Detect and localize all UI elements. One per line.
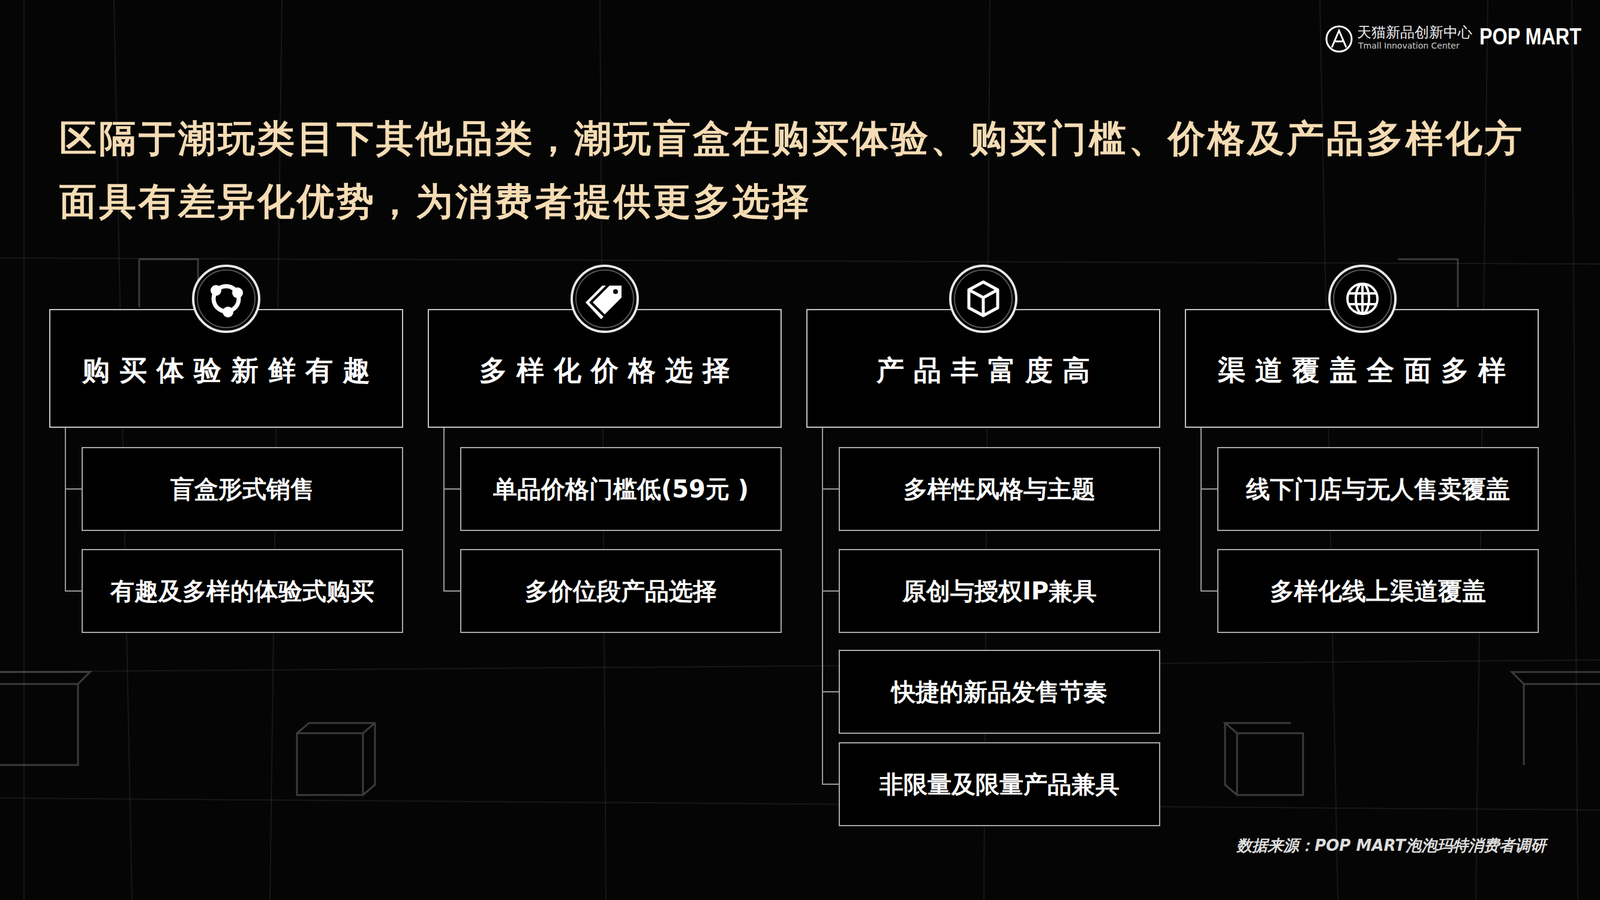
feature-text: 原创与授权IP兼具 xyxy=(902,574,1097,608)
bracket-connector xyxy=(822,427,839,692)
tag-icon xyxy=(571,265,638,332)
category-title: 购买体验新鲜有趣 xyxy=(72,352,381,390)
feature-text: 快捷的新品发售节奏 xyxy=(891,675,1108,709)
logo-subtext: Tmall Innovation Center xyxy=(1358,40,1460,51)
bracket-connector xyxy=(822,427,839,785)
bracket-connector xyxy=(65,427,82,591)
category-title: 多样化价格选择 xyxy=(469,352,741,390)
bracket-connector xyxy=(822,427,839,591)
feature-text: 单品价格门槛低(59元 ) xyxy=(493,472,749,506)
feature-box: 非限量及限量产品兼具 xyxy=(838,742,1161,827)
share-icon xyxy=(193,265,260,332)
feature-box: 多价位段产品选择 xyxy=(460,548,782,633)
brand-logo: POP MART xyxy=(1479,23,1582,50)
feature-box: 多样性风格与主题 xyxy=(838,446,1161,531)
feature-box: 单品价格门槛低(59元 ) xyxy=(460,446,782,531)
feature-text: 盲盒形式销售 xyxy=(170,472,315,506)
slide-title: 区隔于潮玩类目下其他品类，潮玩盲盒在购买体验、购买门槛、价格及产品多样化方面具有… xyxy=(59,106,1560,233)
category-title: 渠道覆盖全面多样 xyxy=(1208,352,1517,390)
category-title: 产品丰富度高 xyxy=(866,352,1101,390)
feature-text: 有趣及多样的体验式购买 xyxy=(110,574,375,608)
bracket-connector xyxy=(1201,427,1218,489)
feature-box: 原创与授权IP兼具 xyxy=(838,548,1161,633)
feature-text: 多样化线上渠道覆盖 xyxy=(1270,574,1487,608)
feature-box: 有趣及多样的体验式购买 xyxy=(81,548,404,633)
bracket-connector xyxy=(822,427,839,489)
bracket-connector xyxy=(1201,427,1218,591)
feature-box: 盲盒形式销售 xyxy=(81,446,404,531)
bracket-connector xyxy=(443,427,461,591)
feature-text: 多样性风格与主题 xyxy=(903,472,1096,506)
logo-text: 天猫新品创新中心 xyxy=(1357,22,1473,42)
feature-box: 多样化线上渠道覆盖 xyxy=(1217,548,1539,633)
feature-text: 多价位段产品选择 xyxy=(524,574,717,608)
feature-text: 线下门店与无人售卖覆盖 xyxy=(1246,472,1511,506)
globe-icon xyxy=(1329,265,1396,332)
logo-mark xyxy=(1326,26,1352,52)
bracket-connector xyxy=(443,427,461,489)
feature-box: 线下门店与无人售卖覆盖 xyxy=(1217,446,1539,531)
bracket-connector xyxy=(65,427,82,489)
cube-icon xyxy=(950,265,1017,332)
feature-box: 快捷的新品发售节奏 xyxy=(838,649,1161,734)
feature-text: 非限量及限量产品兼具 xyxy=(879,767,1120,801)
source-note: 数据来源：POP MART泡泡玛特消费者调研 xyxy=(1236,835,1547,857)
